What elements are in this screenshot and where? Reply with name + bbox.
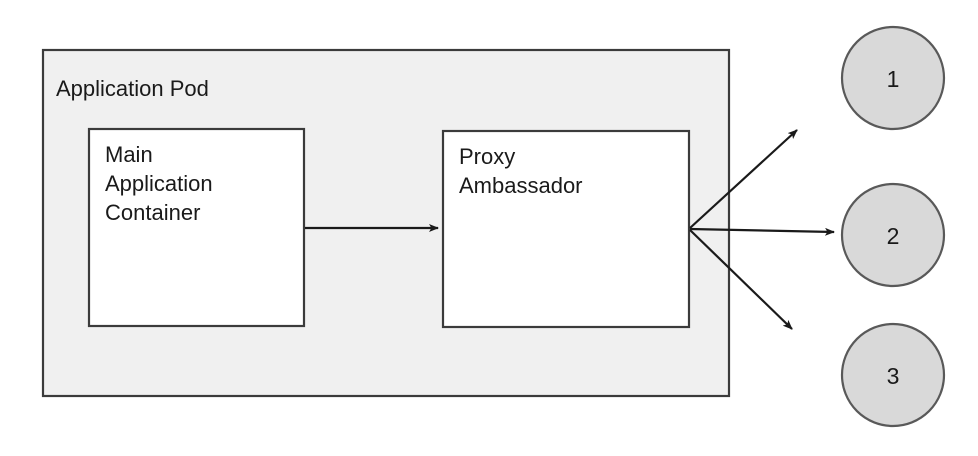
main-application-container-label: Main Application Container bbox=[105, 142, 213, 225]
endpoint-circle-1 bbox=[840, 25, 946, 131]
connector-proxy-to-endpoint-2-arrow bbox=[689, 227, 835, 236]
application-pod-title: Application Pod bbox=[56, 76, 209, 101]
connector-proxy-to-endpoint-3-arrow bbox=[689, 229, 793, 330]
endpoint-2-label: 2 bbox=[886, 223, 900, 249]
main-application-container-box bbox=[87, 127, 306, 328]
proxy-ambassador-label: Proxy Ambassador bbox=[459, 144, 583, 198]
endpoint-circle-2 bbox=[840, 182, 946, 288]
proxy-ambassador-box bbox=[441, 129, 691, 329]
endpoint-circle-3 bbox=[840, 322, 946, 428]
connector-proxy-to-endpoint-1-arrow bbox=[689, 129, 798, 229]
endpoint-3-label: 3 bbox=[886, 363, 900, 389]
endpoint-1-label: 1 bbox=[886, 66, 900, 92]
